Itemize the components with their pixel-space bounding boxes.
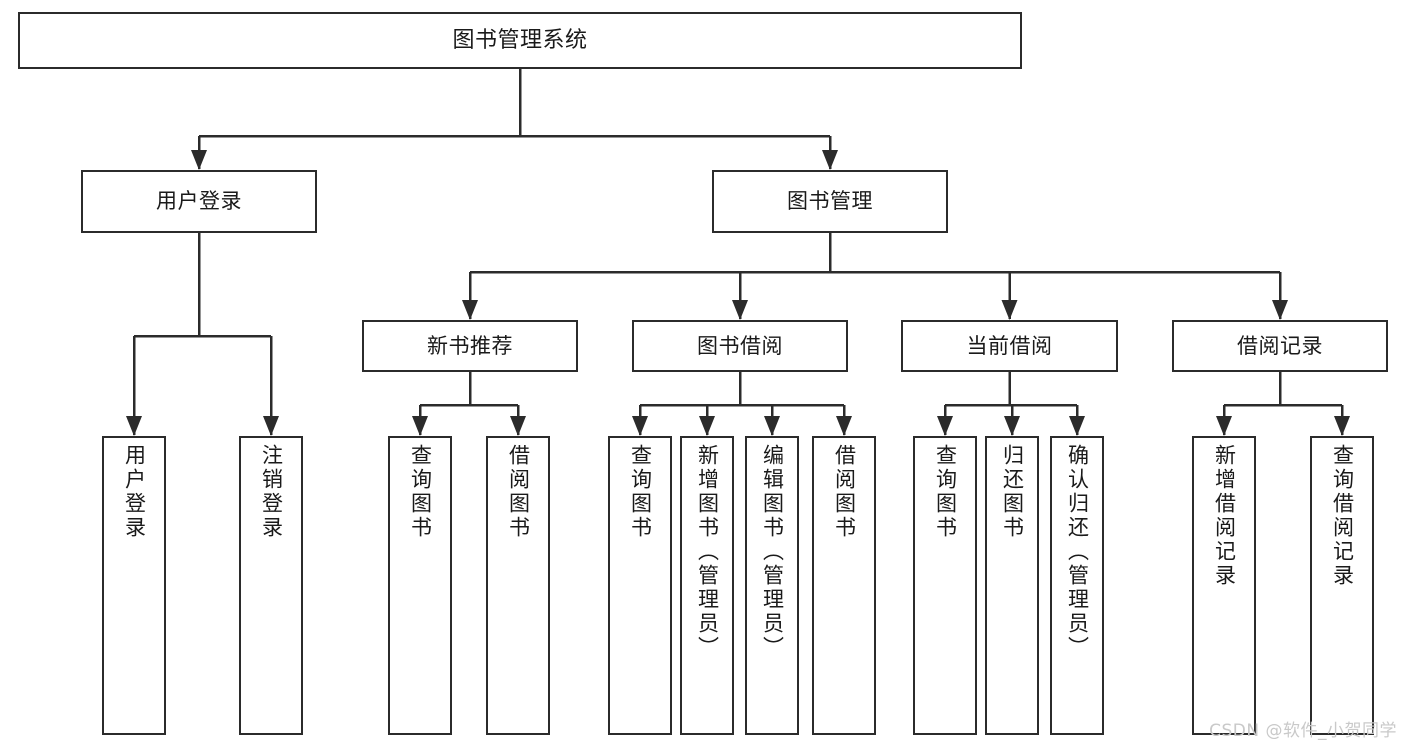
node-leaf-user-login[interactable]: 用户登录: [102, 436, 166, 735]
node-label: 新增借阅记录: [1212, 444, 1237, 588]
edge-arrowhead: [1004, 416, 1020, 436]
edge-arrowhead: [836, 416, 852, 436]
node-leaf-rec-add[interactable]: 新增借阅记录: [1192, 436, 1256, 735]
node-label: 图书管理系统: [452, 27, 588, 53]
edge-arrowhead: [732, 300, 748, 320]
edge-arrowhead: [412, 416, 428, 436]
node-label: 用户登录: [122, 444, 147, 540]
node-label: 借阅图书: [506, 444, 531, 540]
node-label: 确认归还（管理员）: [1065, 444, 1090, 660]
edge-arrowhead: [126, 416, 142, 436]
edge-arrowhead: [1334, 416, 1350, 436]
node-label: 当前借阅: [966, 333, 1053, 358]
node-borrow-record[interactable]: 借阅记录: [1172, 320, 1388, 372]
edge-arrowhead: [1069, 416, 1085, 436]
watermark: CSDN @软件_小贺同学: [1209, 721, 1397, 741]
node-leaf-rec-query[interactable]: 查询图书: [388, 436, 452, 735]
node-current-borrow[interactable]: 当前借阅: [901, 320, 1118, 372]
edge-arrowhead: [632, 416, 648, 436]
node-leaf-cur-query[interactable]: 查询图书: [913, 436, 977, 735]
node-label: 新增图书（管理员）: [695, 444, 720, 660]
node-leaf-user-logout[interactable]: 注销登录: [239, 436, 303, 735]
node-leaf-borrow-add[interactable]: 新增图书（管理员）: [680, 436, 734, 735]
edge-arrowhead: [191, 150, 207, 170]
node-leaf-borrow-edit[interactable]: 编辑图书（管理员）: [745, 436, 799, 735]
node-user-login[interactable]: 用户登录: [81, 170, 317, 233]
node-label: 图书借阅: [697, 333, 783, 358]
node-label: 查询借阅记录: [1330, 444, 1355, 588]
edge-arrowhead: [822, 150, 838, 170]
edge-arrowhead: [1272, 300, 1288, 320]
node-leaf-cur-confirm[interactable]: 确认归还（管理员）: [1050, 436, 1104, 735]
node-book-manage[interactable]: 图书管理: [712, 170, 948, 233]
edge-arrowhead: [462, 300, 478, 320]
node-label: 编辑图书（管理员）: [760, 444, 785, 660]
edge-arrowhead: [263, 416, 279, 436]
node-label: 新书推荐: [427, 333, 513, 358]
node-label: 借阅图书: [832, 444, 857, 540]
node-label: 借阅记录: [1237, 333, 1323, 358]
node-label: 用户登录: [156, 189, 242, 214]
edge-arrowhead: [937, 416, 953, 436]
edge-arrowhead: [1001, 300, 1018, 320]
node-label: 查询图书: [628, 444, 653, 540]
node-book-borrow[interactable]: 图书借阅: [632, 320, 848, 372]
node-leaf-rec-borrow[interactable]: 借阅图书: [486, 436, 550, 735]
node-leaf-borrow-query[interactable]: 查询图书: [608, 436, 672, 735]
node-label: 查询图书: [933, 444, 958, 540]
node-label: 注销登录: [259, 444, 284, 540]
edge-arrowhead: [510, 416, 526, 436]
edge-arrowhead: [1216, 416, 1232, 436]
node-new-book-rec[interactable]: 新书推荐: [362, 320, 578, 372]
node-label: 归还图书: [1000, 444, 1025, 540]
node-root[interactable]: 图书管理系统: [18, 12, 1022, 69]
node-leaf-cur-return[interactable]: 归还图书: [985, 436, 1039, 735]
node-leaf-rec-search[interactable]: 查询借阅记录: [1310, 436, 1374, 735]
edge-arrowhead: [699, 416, 715, 436]
edge-arrowhead: [764, 416, 780, 436]
node-label: 查询图书: [408, 444, 433, 540]
node-label: 图书管理: [787, 189, 873, 214]
node-leaf-borrow-lend[interactable]: 借阅图书: [812, 436, 876, 735]
